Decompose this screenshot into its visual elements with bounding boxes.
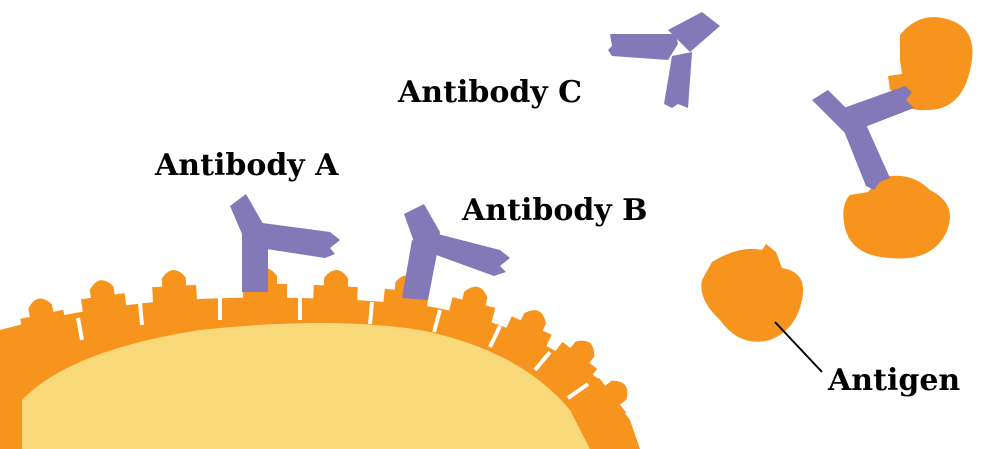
cell: [0, 268, 640, 449]
antigen-pointer-line: [775, 322, 822, 372]
antigen-antibody-complex: [812, 17, 973, 258]
label-antibody-b: Antibody B: [461, 193, 648, 228]
surface-antigen: [313, 269, 359, 303]
surface-antigen: [151, 269, 197, 303]
antibody-c: [608, 12, 720, 108]
free-antigen: [701, 244, 822, 372]
label-antibody-c: Antibody C: [397, 75, 582, 110]
surface-antigen: [79, 277, 127, 315]
antigen-bottom: [843, 176, 950, 259]
antibody-a: [230, 194, 340, 292]
label-antigen: Antigen: [827, 363, 960, 398]
label-antibody-a: Antibody A: [154, 148, 339, 183]
antibody-bridge: [812, 86, 914, 190]
